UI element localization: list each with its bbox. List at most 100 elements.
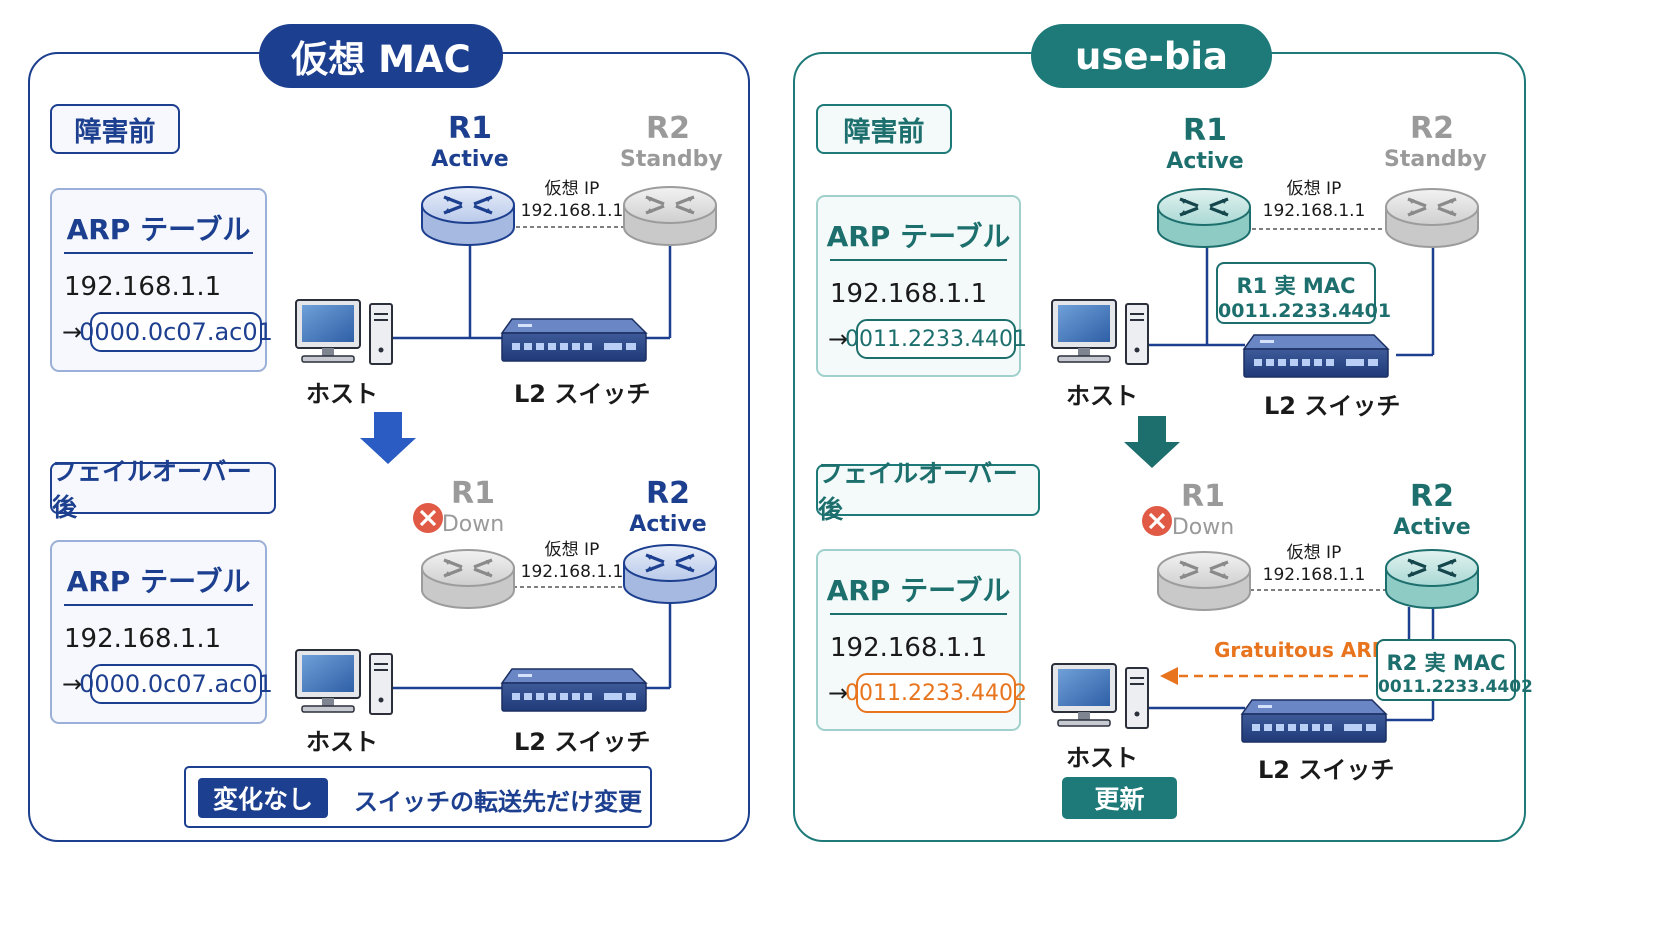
virtual-ip-address: 192.168.1.1	[1262, 201, 1366, 222]
right-after-host-icon	[1051, 663, 1149, 729]
right-after-arp-table: ARP テーブル 192.168.1.1 → 0011.2233.4402	[816, 549, 1027, 731]
right-summary-badge: 更新	[1062, 777, 1177, 819]
right-after-virtual-ip: 仮想 IP 192.168.1.1	[1262, 542, 1366, 586]
arp-mac-value: 0011.2233.4401	[845, 319, 1027, 359]
right-after-switch-label: L2 スイッチ	[1258, 756, 1395, 784]
left-after-r2-router-icon	[622, 543, 718, 605]
router-name: R1	[448, 111, 492, 146]
left-before-r2-router-icon	[622, 185, 718, 247]
router-name: R2	[1410, 479, 1454, 514]
left-summary-box: 変化なし スイッチの転送先だけ変更	[184, 766, 652, 828]
left-before-host-icon	[295, 299, 393, 365]
left-after-host-label: ホスト	[306, 728, 378, 756]
router-name: R1	[1181, 479, 1225, 514]
arp-table-divider	[830, 613, 1007, 615]
right-before-arp-table: ARP テーブル 192.168.1.1 → 0011.2233.4401	[816, 195, 1027, 377]
arp-mac-value-updated: 0011.2233.4402	[845, 673, 1027, 713]
arp-mac-value: 0000.0c07.ac01	[79, 312, 273, 352]
right-after-stage-label: フェイルオーバー後	[816, 459, 1040, 524]
arp-ip-value: 192.168.1.1	[64, 272, 222, 302]
right-before-switch-label: L2 スイッチ	[1264, 392, 1401, 420]
virtual-ip-address: 192.168.1.1	[520, 201, 624, 222]
router-state: Standby	[620, 146, 723, 172]
arp-mac-value: 0000.0c07.ac01	[79, 664, 273, 704]
virtual-ip-address: 192.168.1.1	[1262, 565, 1366, 586]
arp-ip-value: 192.168.1.1	[830, 633, 988, 663]
left-after-virtual-ip: 仮想 IP 192.168.1.1	[520, 539, 624, 583]
router-state: Down	[1171, 514, 1235, 540]
right-after-r2-router-icon	[1384, 548, 1480, 610]
left-before-r2-label: R2 Standby	[620, 111, 723, 172]
real-mac-value: 0011.2233.4401	[1218, 300, 1392, 322]
left-down-arrow-icon	[360, 412, 416, 464]
left-after-arp-table: ARP テーブル 192.168.1.1 → 0000.0c07.ac01	[50, 540, 273, 724]
real-mac-value: 0011.2233.4402	[1378, 677, 1533, 697]
arp-table-title: ARP テーブル	[826, 220, 1011, 253]
left-before-r1-label: R1 Active	[430, 111, 510, 172]
virtual-ip-address: 192.168.1.1	[520, 562, 624, 583]
router-state: Standby	[1384, 146, 1487, 172]
arp-table-divider	[64, 604, 253, 606]
left-after-r1-router-icon	[420, 548, 516, 610]
router-name: R2	[646, 111, 690, 146]
left-before-arp-table: ARP テーブル 192.168.1.1 → 0000.0c07.ac01	[50, 188, 273, 372]
right-after-r2-label: R2 Active	[1392, 479, 1472, 540]
left-before-switch-label: L2 スイッチ	[514, 380, 651, 408]
router-name: R1	[451, 476, 495, 511]
router-state: Active	[1393, 514, 1471, 540]
right-after-switch-icon	[1241, 699, 1387, 743]
router-name: R2	[1410, 111, 1454, 146]
right-before-host-label: ホスト	[1066, 382, 1138, 410]
right-after-links	[1148, 589, 1435, 722]
left-before-switch-icon	[501, 318, 647, 362]
router-state: Down	[441, 511, 505, 537]
virtual-ip-label: 仮想 IP	[544, 179, 600, 199]
real-mac-label: R2 実 MAC	[1386, 651, 1506, 675]
left-after-switch-label: L2 スイッチ	[514, 728, 651, 756]
arp-ip-value: 192.168.1.1	[830, 279, 988, 309]
left-after-switch-icon	[501, 668, 647, 712]
router-name: R2	[646, 476, 690, 511]
right-before-links	[1148, 228, 1435, 357]
left-after-links	[392, 586, 672, 690]
left-before-stage-label: 障害前	[50, 104, 180, 154]
right-before-r2-router-icon	[1384, 187, 1480, 249]
virtual-ip-label: 仮想 IP	[1286, 543, 1342, 563]
right-before-r1-router-icon	[1156, 187, 1252, 249]
arrow-right-icon: →	[62, 670, 83, 698]
left-before-r1-router-icon	[420, 185, 516, 247]
right-panel-title: use-bia	[1031, 24, 1272, 88]
left-after-stage-label: フェイルオーバー後	[50, 457, 276, 522]
left-before-virtual-ip: 仮想 IP 192.168.1.1	[520, 178, 624, 222]
router-state: Active	[1166, 148, 1244, 174]
arp-table-title: ARP テーブル	[66, 213, 251, 246]
right-before-virtual-ip: 仮想 IP 192.168.1.1	[1262, 178, 1366, 222]
gratuitous-arp-label: Gratuitous ARP	[1214, 638, 1387, 662]
right-down-arrow-icon	[1124, 416, 1180, 468]
left-before-links	[392, 226, 672, 340]
right-before-stage-label: 障害前	[816, 104, 952, 154]
left-after-r2-label: R2 Active	[628, 476, 708, 537]
left-after-r1-down-x-icon	[413, 503, 443, 533]
router-state: Active	[629, 511, 707, 537]
right-after-host-label: ホスト	[1066, 744, 1138, 772]
right-before-r2-label: R2 Standby	[1384, 111, 1487, 172]
virtual-ip-label: 仮想 IP	[544, 540, 600, 560]
arp-table-title: ARP テーブル	[66, 565, 251, 598]
arrow-right-icon: →	[828, 679, 849, 707]
left-after-r1-label: R1 Down	[440, 476, 506, 537]
arrow-right-icon: →	[62, 318, 83, 346]
right-before-r1-label: R1 Active	[1165, 113, 1245, 174]
virtual-ip-label: 仮想 IP	[1286, 179, 1342, 199]
arp-table-divider	[64, 252, 253, 254]
left-summary-badge: 変化なし	[198, 778, 328, 818]
real-mac-label: R1 実 MAC	[1236, 274, 1356, 298]
left-summary-text: スイッチの転送先だけ変更	[354, 788, 642, 816]
right-before-switch-icon	[1243, 334, 1389, 378]
router-state: Active	[431, 146, 509, 172]
left-before-host-label: ホスト	[306, 380, 378, 408]
left-after-host-icon	[295, 649, 393, 715]
right-after-r2-real-mac-box: R2 実 MAC 0011.2233.4402	[1376, 639, 1533, 701]
right-after-r1-down-x-icon	[1142, 506, 1172, 536]
